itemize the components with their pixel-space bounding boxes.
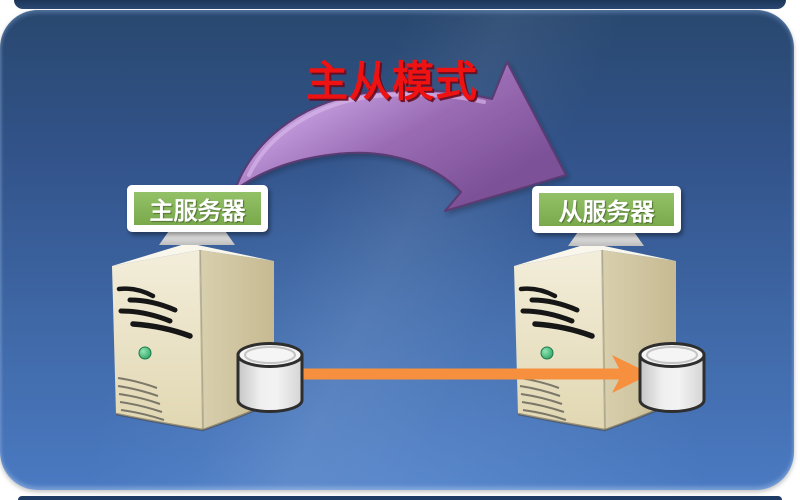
replication-arrow-icon [303,355,651,393]
master-database-icon [236,342,304,413]
bottom-panel-edge [18,496,782,500]
diagram-title: 主从模式 [305,58,478,105]
master-label-pedestal [159,231,235,245]
slave-server-label: 从服务器 [532,186,681,233]
master-server-label-text: 主服务器 [134,192,261,225]
slave-label-pedestal [568,232,644,246]
curved-mode-arrow-icon [234,61,567,212]
slave-database-icon [638,342,706,413]
master-server-label: 主服务器 [127,185,268,232]
top-panel-edge [14,0,786,9]
slave-server-label-text: 从服务器 [539,193,674,226]
